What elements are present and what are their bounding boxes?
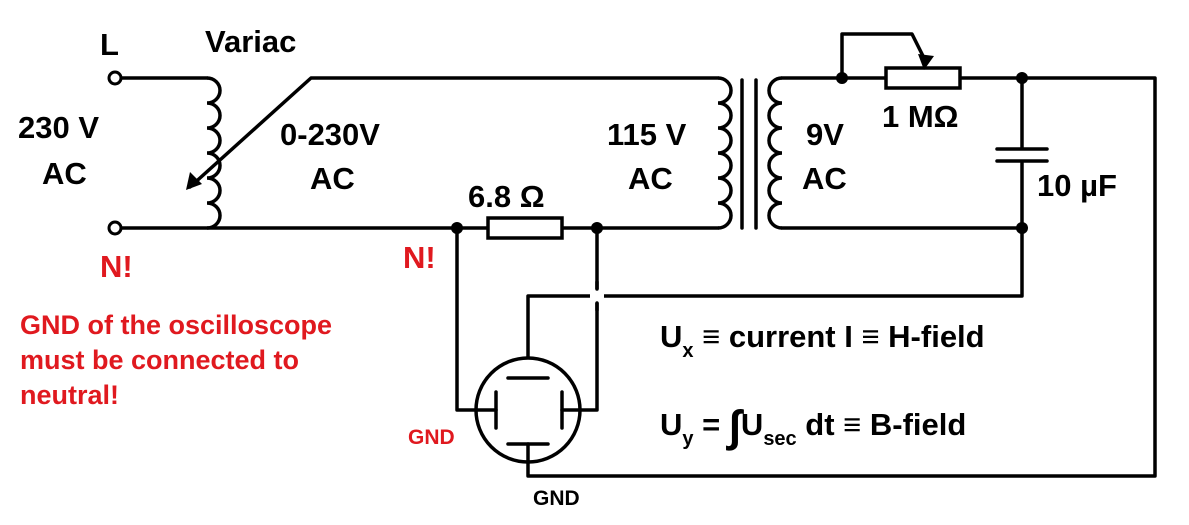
usec-symbol: U	[741, 407, 763, 442]
crossover-gap	[590, 289, 604, 303]
label-gnd-bottom: GND	[533, 487, 580, 510]
ux-definition: ≡ current I ≡ H-field	[694, 319, 985, 354]
ux-symbol: U	[660, 319, 682, 354]
variac-arrow-icon	[186, 172, 202, 190]
pot-arrow-icon	[918, 54, 934, 70]
uy-definition: dt ≡ B-field	[797, 407, 967, 442]
wire-uy-return	[526, 76, 1157, 478]
label-line: L	[100, 27, 119, 62]
warning-line-2: must be connected to	[20, 345, 299, 375]
oscilloscope-crt-icon	[474, 356, 582, 464]
label-secondary-type: AC	[802, 161, 847, 196]
terminal-neutral	[107, 220, 123, 236]
label-secondary-voltage: 9V	[806, 117, 844, 152]
label-neutral-left: N!	[100, 249, 133, 284]
label-neutral-mid: N!	[403, 240, 436, 275]
junction-dot	[451, 222, 463, 234]
label-pot-value: 1 MΩ	[882, 99, 959, 134]
label-mains-voltage: 230 V	[18, 110, 99, 145]
label-gnd-left: GND	[408, 426, 455, 449]
uy-equals: =	[694, 407, 729, 442]
equation-ux: Ux ≡ current I ≡ H-field	[660, 319, 985, 362]
wire-variac-output	[188, 76, 720, 189]
junction-dot	[591, 222, 603, 234]
label-mains-type: AC	[42, 156, 87, 191]
label-primary-type: AC	[628, 161, 673, 196]
shunt-resistor-icon	[486, 216, 564, 240]
svg-text:Ux ≡ current I ≡ H-field: Ux ≡ current I ≡ H-field	[660, 319, 985, 362]
junction-dot	[836, 72, 848, 84]
label-cap-value: 10 µF	[1037, 168, 1117, 203]
wire-pot-wiper	[840, 32, 928, 80]
label-variac-type: AC	[310, 161, 355, 196]
transformer-primary-coil	[717, 76, 733, 230]
usec-subscript: sec	[763, 428, 796, 450]
integral-icon: ∫	[726, 402, 745, 451]
wiring	[119, 32, 1157, 478]
transformer-secondary-coil	[767, 76, 783, 230]
label-primary-voltage: 115 V	[607, 117, 687, 152]
label-variac-range: 0-230V	[280, 117, 380, 152]
terminal-line	[107, 70, 123, 86]
warning-line-1: GND of the oscilloscope	[20, 310, 332, 340]
variac-coil	[206, 76, 222, 230]
junction-dot	[1016, 222, 1028, 234]
warning-note: GND of the oscilloscope must be connecte…	[20, 310, 332, 410]
label-shunt-value: 6.8 Ω	[468, 179, 545, 214]
junction-dot	[1016, 72, 1028, 84]
ux-subscript: x	[682, 340, 693, 362]
junctions	[451, 72, 1028, 234]
uy-subscript: y	[682, 428, 694, 450]
potentiometer-icon	[884, 66, 962, 90]
svg-text:Uy = ∫Usec dt ≡ B-field: Uy = ∫Usec dt ≡ B-field	[660, 402, 966, 451]
equation-uy: Uy = ∫Usec dt ≡ B-field	[660, 402, 966, 451]
uy-symbol: U	[660, 407, 682, 442]
label-variac: Variac	[205, 24, 296, 59]
warning-line-3: neutral!	[20, 380, 119, 410]
